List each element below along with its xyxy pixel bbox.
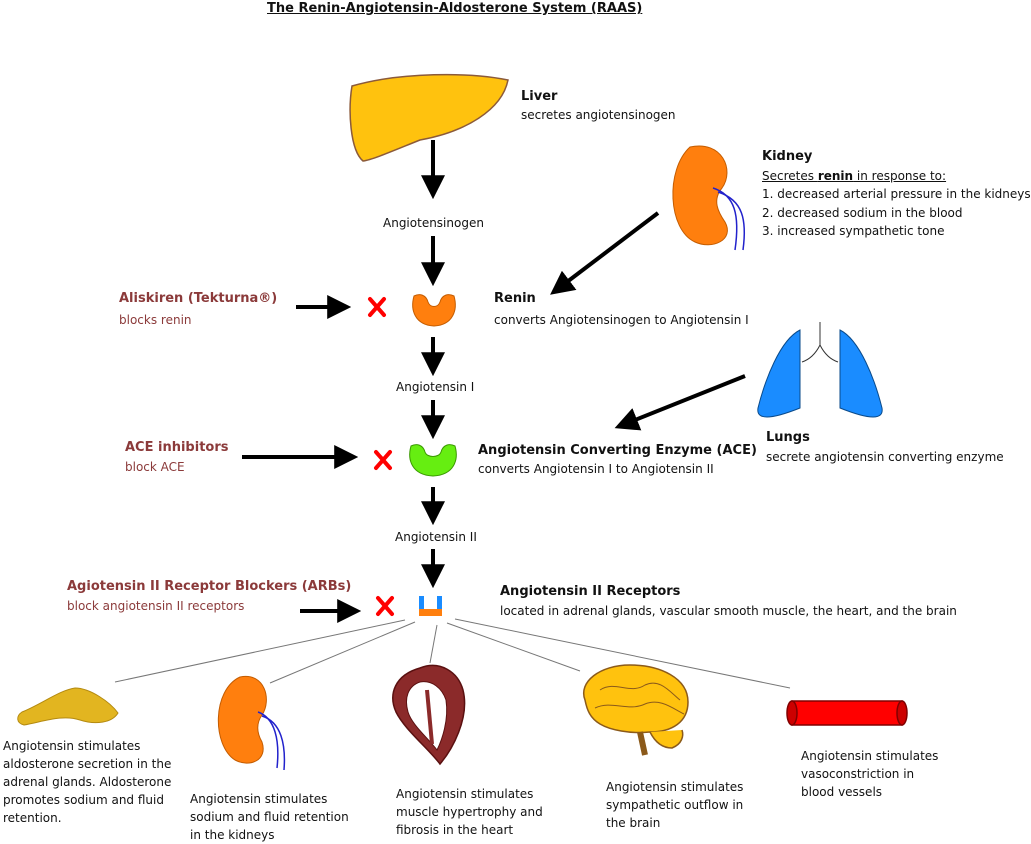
kidney-item: 3. increased sympathetic tone <box>762 224 945 238</box>
effect-heart-text: Angiotensin stimulates muscle hypertroph… <box>396 787 543 837</box>
receptor-connector-lines <box>114 618 791 689</box>
ace-inhibitors-desc: block ACE <box>125 460 185 474</box>
renin-enzyme-icon <box>412 294 456 327</box>
brain-icon <box>582 664 689 756</box>
lungs-icon <box>757 322 883 418</box>
blood-vessel-icon <box>786 700 908 726</box>
receptors-desc: located in adrenal glands, vascular smoo… <box>500 604 957 618</box>
effect-brain-text: Angiotensin stimulates sympathetic outfl… <box>606 780 744 830</box>
receptors-label: Angiotensin II Receptors <box>500 584 681 599</box>
ace-desc: converts Angiotensin I to Angiotensin II <box>478 462 714 476</box>
angiotensinogen-label: Angiotensinogen <box>383 216 484 230</box>
lungs-desc: secrete angiotensin converting enzyme <box>766 450 1004 464</box>
adrenal-gland-icon <box>17 687 119 726</box>
kidney-item: 1. decreased arterial pressure in the ki… <box>762 187 1031 201</box>
block-x-icon <box>368 297 394 616</box>
kidney-item: 2. decreased sodium in the blood <box>762 206 963 220</box>
page-title: The Renin-Angiotensin-Aldosterone System… <box>267 1 643 16</box>
aliskiren-label: Aliskiren (Tekturna®) <box>119 291 278 306</box>
liver-desc: secretes angiotensinogen <box>521 108 676 122</box>
liver-icon <box>349 73 509 162</box>
renin-label: Renin <box>494 291 536 306</box>
kidney-intro: Secretes renin in response to: <box>762 169 947 183</box>
arbs-label: Agiotensin II Receptor Blockers (ARBs) <box>67 579 352 594</box>
lungs-label: Lungs <box>766 430 810 445</box>
arrow-kidney-to-renin <box>550 211 660 295</box>
arrow-lungs-to-ace <box>614 374 746 431</box>
kidney-label: Kidney <box>762 149 813 164</box>
aliskiren-desc: blocks renin <box>119 313 192 327</box>
heart-icon <box>392 664 466 766</box>
ace-enzyme-icon <box>409 444 457 477</box>
angiotensin-ii-receptor-icon <box>419 596 442 616</box>
kidney-icon <box>672 145 746 251</box>
liver-label: Liver <box>521 89 558 104</box>
angiotensin-ii-label: Angiotensin II <box>395 530 477 544</box>
angiotensin-i-label: Angiotensin I <box>396 380 475 394</box>
effect-vessels-text: Angiotensin stimulates vasoconstriction … <box>801 749 939 799</box>
renin-desc: converts Angiotensinogen to Angiotensin … <box>494 313 749 327</box>
kidney-bottom-icon <box>217 675 286 771</box>
effect-kidney-text: Angiotensin stimulates sodium and fluid … <box>190 792 349 842</box>
ace-label: Angiotensin Converting Enzyme (ACE) <box>478 443 757 458</box>
effect-adrenal-text: Angiotensin stimulates aldosterone secre… <box>3 739 172 825</box>
arbs-desc: block angiotensin II receptors <box>67 599 245 613</box>
ace-inhibitors-label: ACE inhibitors <box>125 440 229 455</box>
